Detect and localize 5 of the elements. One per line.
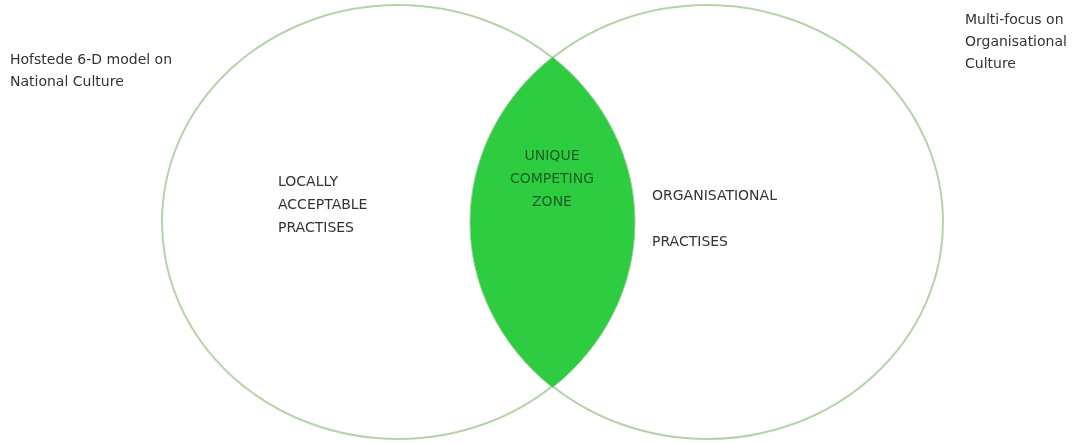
region-label: UNIQUE COMPETING ZONE (508, 146, 596, 211)
region-label: LOCALLY ACCEPTABLE PRACTISES (278, 172, 369, 237)
region-label: ORGANISATIONAL PRACTISES (652, 186, 778, 251)
circle-caption: Hofstede 6-D model on National Culture (10, 50, 174, 91)
circle-caption: Multi-focus on Organisational Culture (965, 10, 1068, 73)
